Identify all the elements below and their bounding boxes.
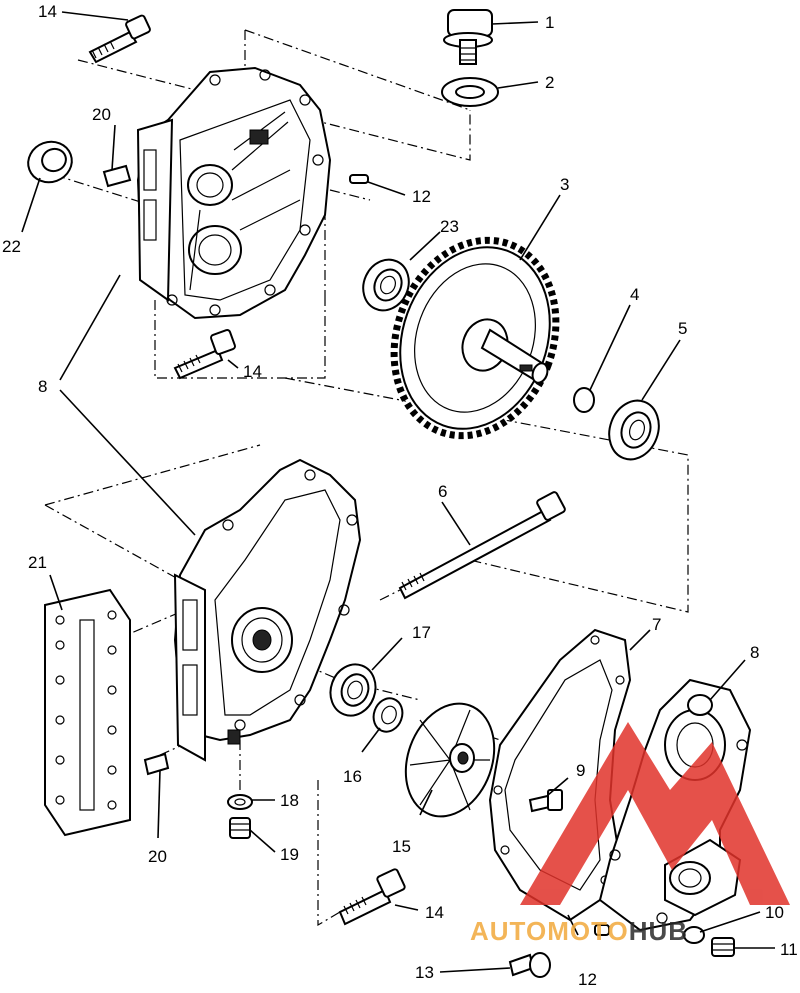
callout-21: 21 — [28, 553, 47, 572]
bolt-14-bottom — [338, 868, 406, 926]
seal-22 — [27, 140, 73, 184]
dowel-pin-20-bottom — [143, 752, 170, 776]
watermark-moto: MOTO — [547, 916, 629, 946]
housing-cover-8-top — [136, 66, 332, 320]
plug-19 — [229, 817, 251, 839]
callout-3: 3 — [560, 175, 569, 194]
callout-20-top: 20 — [92, 105, 111, 124]
washer-2 — [441, 77, 499, 107]
callout-13: 13 — [415, 963, 434, 982]
callout-10: 10 — [765, 903, 784, 922]
bearing-23 — [362, 258, 410, 312]
watermark-logo-mark — [520, 722, 790, 905]
long-bolt-6 — [398, 491, 566, 600]
callout-22: 22 — [2, 237, 21, 256]
callout-16: 16 — [343, 767, 362, 786]
housing-8-main — [173, 458, 362, 762]
callout-15: 15 — [392, 837, 411, 856]
callout-17: 17 — [412, 623, 431, 642]
watermark-hub: HUB — [629, 916, 688, 946]
callout-9: 9 — [576, 761, 585, 780]
callout-2: 2 — [545, 73, 554, 92]
bolt-1 — [443, 9, 493, 65]
callout-11: 11 — [780, 940, 798, 959]
gasket-7 — [488, 628, 632, 922]
callout-14-middle: 14 — [243, 362, 262, 381]
svg-text:AUTOMOTOHUB: AUTOMOTOHUB — [470, 916, 688, 946]
callout-8-top: 8 — [38, 377, 47, 396]
callout-14-top: 14 — [38, 2, 57, 21]
callout-18: 18 — [280, 791, 299, 810]
bolt-13 — [508, 952, 551, 978]
bolt-14-middle — [173, 329, 236, 380]
bolt-11 — [711, 937, 735, 957]
gasket-21 — [44, 588, 131, 837]
dowel-pin-20-top — [102, 164, 132, 188]
callout-19: 19 — [280, 845, 299, 864]
bearing-5 — [608, 399, 660, 461]
callout-12-top: 12 — [412, 187, 431, 206]
seal-16 — [372, 697, 404, 733]
leader-lines — [21, 11, 775, 973]
bolt-14-top — [88, 14, 151, 64]
automotohub-watermark: AUTOMOTOHUB — [470, 722, 790, 946]
callout-7: 7 — [652, 615, 661, 634]
o-ring-4 — [573, 387, 595, 413]
bearing-17 — [329, 663, 377, 717]
callout-23: 23 — [440, 217, 459, 236]
callout-5: 5 — [678, 319, 687, 338]
impeller-15 — [404, 702, 496, 818]
pin-12-bottom — [594, 924, 610, 936]
washer-10 — [683, 926, 705, 944]
callout-12-bottom: 12 — [578, 970, 597, 989]
callout-14-bottom: 14 — [425, 903, 444, 922]
callout-1: 1 — [545, 13, 554, 32]
washer-18 — [227, 794, 253, 810]
gear-3 — [390, 236, 560, 440]
pin-12-top — [349, 174, 369, 184]
callout-6: 6 — [438, 482, 447, 501]
callout-8-bottom: 8 — [750, 643, 759, 662]
callout-4: 4 — [630, 285, 639, 304]
callout-20-bottom: 20 — [148, 847, 167, 866]
watermark-auto: AUTO — [470, 916, 547, 946]
